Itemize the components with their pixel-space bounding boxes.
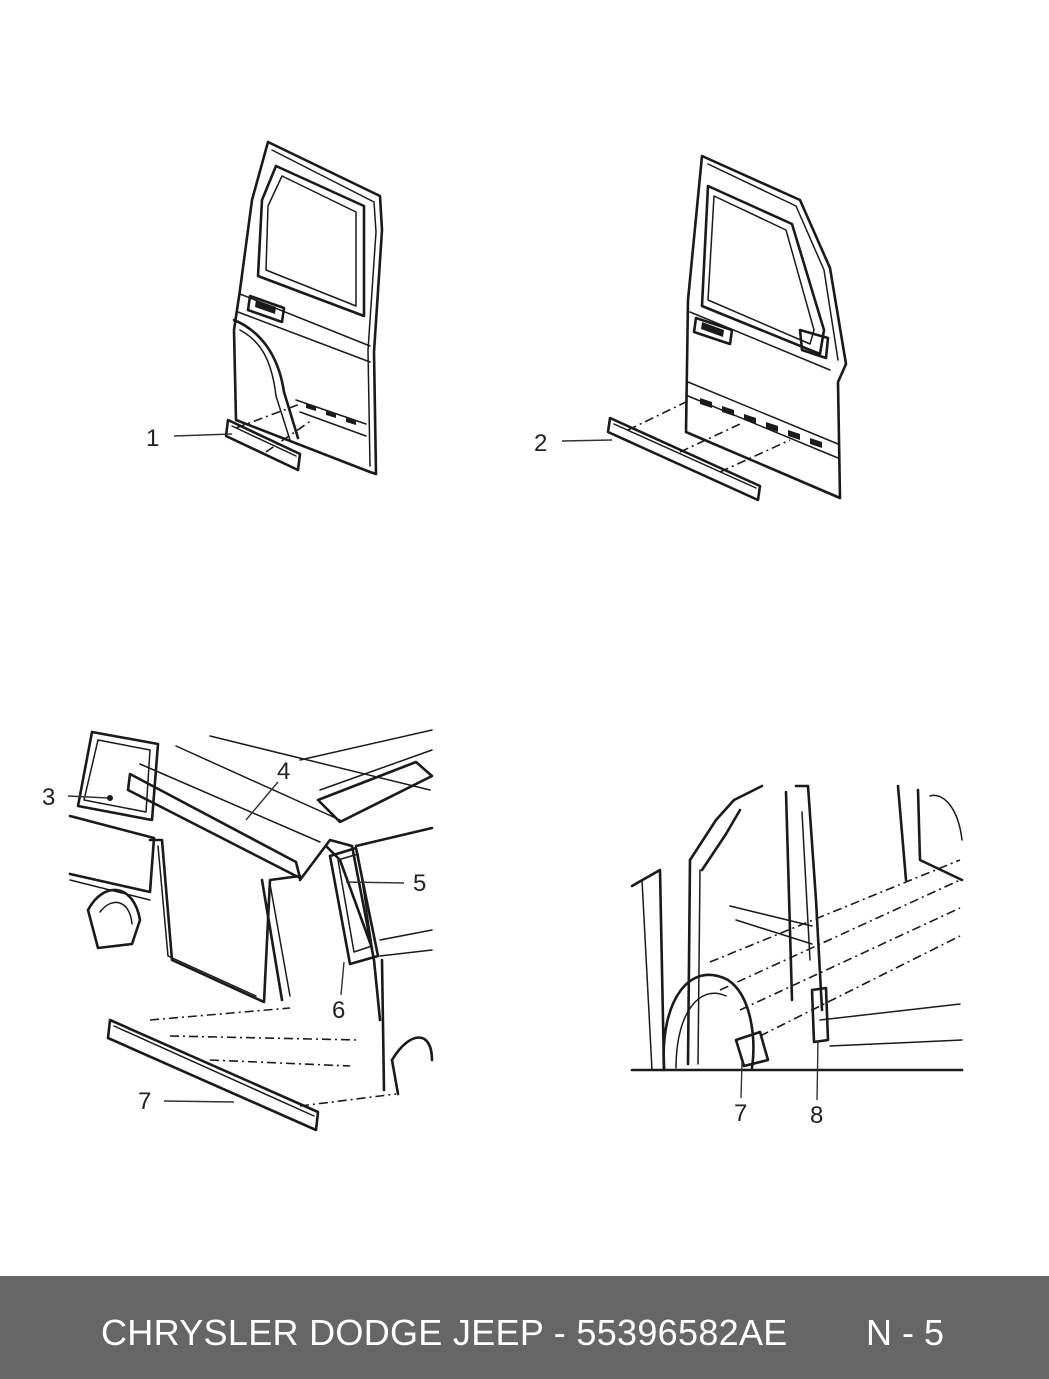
callout-1: 1 xyxy=(146,425,159,452)
front-door-view xyxy=(606,154,848,502)
footer-bar: CHRYSLER DODGE JEEP - 55396582AE N - 5 xyxy=(0,1276,1049,1379)
callout-2: 2 xyxy=(534,430,547,457)
callout-7-body: 7 xyxy=(138,1088,151,1115)
rear-door-view xyxy=(224,140,384,476)
callout-6: 6 xyxy=(332,997,345,1024)
parts-diagram-svg: 1 2 3 4 5 6 7 7 8 xyxy=(42,140,964,1132)
body-side-view xyxy=(68,729,434,1132)
underbody-view xyxy=(630,784,964,1072)
leader-lines xyxy=(67,433,819,1103)
callout-3: 3 xyxy=(42,784,55,811)
parts-diagram: 1 2 3 4 5 6 7 7 8 xyxy=(42,140,964,1132)
callout-4: 4 xyxy=(277,758,290,785)
callout-5: 5 xyxy=(413,870,426,897)
footer-page-number: N - 5 xyxy=(866,1312,945,1353)
callout-8: 8 xyxy=(810,1102,823,1129)
callout-7-underbody: 7 xyxy=(734,1100,747,1127)
footer-part-title: CHRYSLER DODGE JEEP - 55396582AE xyxy=(101,1312,788,1353)
